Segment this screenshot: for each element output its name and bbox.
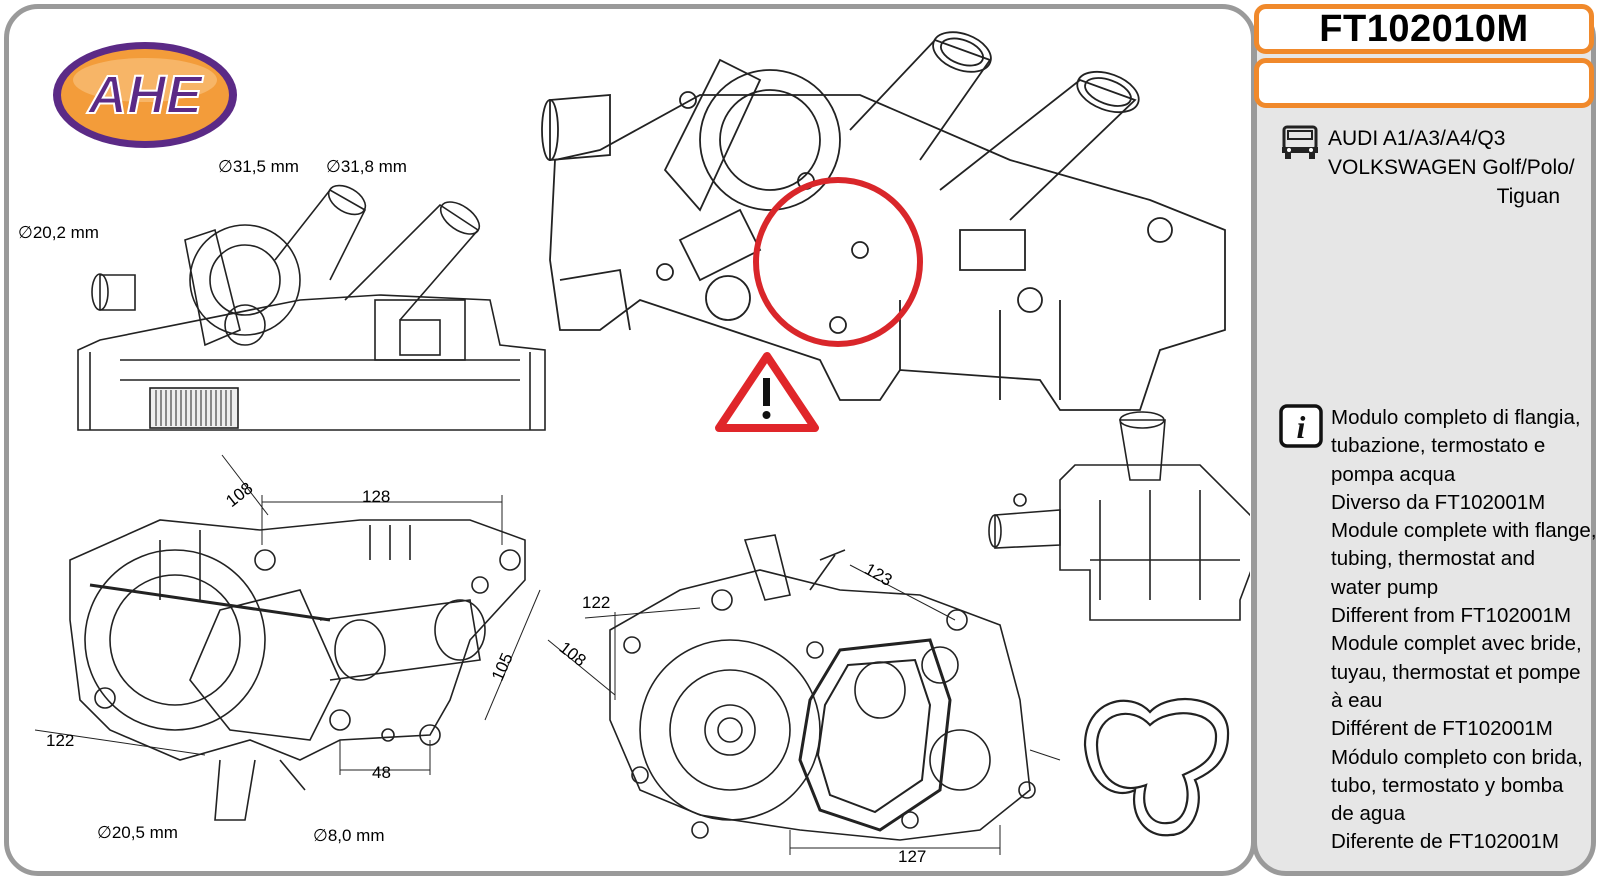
dimension-label: 48 [372,763,391,782]
rear-view-dimension-lines [547,564,1061,855]
technical-drawings: AHE [18,31,1250,866]
dimension-label: ∅31,5 mm [218,157,299,176]
top-view-drawing [69,519,526,821]
description-line: tubo, termostato y bomba [1331,773,1564,797]
dimension-label: 108 [556,638,590,670]
description-line: Diferente de FT102001M [1331,830,1559,854]
description-line: Module complet avec bride, [1331,632,1582,656]
application-line: AUDI A1/A3/A4/Q3 [1328,127,1506,150]
description-line: Módulo completo con brida, [1331,745,1583,769]
dimension-label: ∅8,0 mm [313,826,385,845]
rear-view-drawing [609,534,1036,841]
description-line: tuyau, thermostat et pompe [1331,660,1581,684]
description-line: pompa acqua [1331,462,1456,486]
dimension-label: ∅20,5 mm [97,823,178,842]
description-line: tubazione, termostato e [1331,434,1546,458]
gasket-drawing [1083,698,1230,837]
description-line: water pump [1331,575,1439,599]
dimension-label: ∅31,8 mm [326,157,407,176]
description-line: Différent de FT102001M [1331,717,1553,741]
side-view-drawing [988,411,1250,621]
ahe-logo: AHE [53,42,237,148]
main-drawing-panel [4,4,1256,876]
dimension-label: 123 [861,559,895,590]
product-description: Modulo completo di flangia, tubazione, t… [1331,404,1597,857]
front-view-drawing [77,184,546,431]
car-front-icon [1282,125,1318,159]
description-line: Module complete with flange, [1331,519,1597,543]
product-code: FT102010M [1319,7,1529,50]
logo-text: AHE [86,65,204,125]
description-line: à eau [1331,688,1383,712]
description-line: Modulo completo di flangia, [1331,406,1581,429]
dimension-label: 122 [582,593,610,612]
application-line: Tiguan [1496,185,1560,208]
dimension-label: ∅20,2 mm [18,223,99,242]
description-line: de agua [1331,802,1406,826]
info-icon: i [1279,404,1323,448]
description-line: Different from FT102001M [1331,604,1572,628]
secondary-code-box [1254,58,1594,108]
highlight-circle [753,177,923,347]
application-line: VOLKSWAGEN Golf/Polo/ [1328,156,1575,179]
warning-triangle-icon [715,352,819,432]
description-line: tubing, thermostat and [1331,547,1535,571]
vehicle-application-list: AUDI A1/A3/A4/Q3 VOLKSWAGEN Golf/Polo/ T… [1328,124,1588,211]
product-code-box: FT102010M [1254,4,1594,54]
dimension-label: 128 [362,487,390,506]
dimension-label: 127 [898,847,926,866]
svg-text:i: i [1297,409,1306,445]
top-view-dimension-lines [34,454,541,775]
dimension-label: 122 [46,731,74,750]
isometric-view-drawing [541,31,1226,411]
description-line: Diverso da FT102001M [1331,490,1546,514]
dimension-label: 108 [222,478,256,510]
